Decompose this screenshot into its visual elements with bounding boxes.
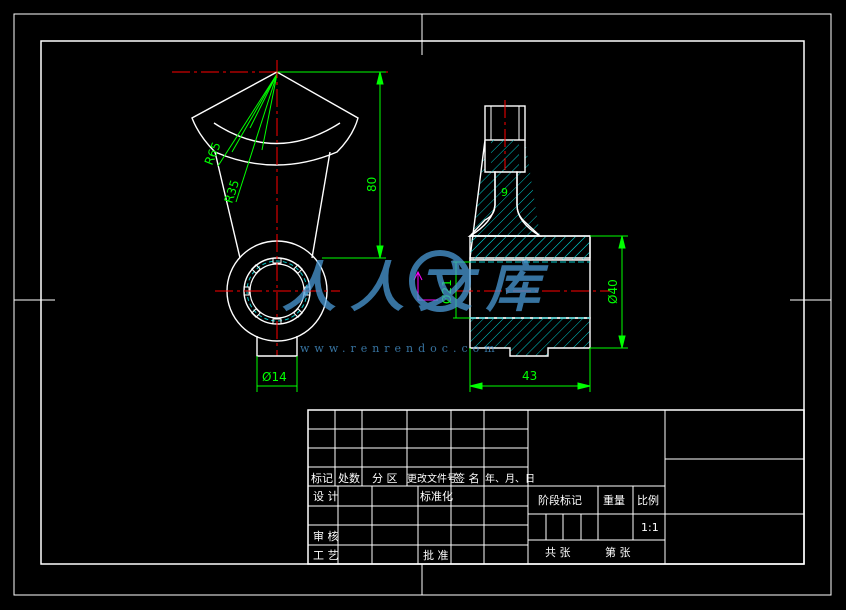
- scale-value: 1:1: [641, 521, 659, 534]
- header-zone: 分 区: [372, 472, 398, 485]
- lever-front-view: R65 R35 80: [172, 60, 388, 392]
- radius-inner-label: R35: [222, 178, 243, 205]
- header-count: 处数: [338, 472, 360, 485]
- header-mark: 标记: [311, 471, 333, 485]
- bottom-boss: [256, 336, 298, 357]
- centering-marks: [14, 14, 831, 595]
- watermark: 人人文库 www.renrendoc.com: [282, 250, 554, 355]
- review-label: 审 核: [313, 529, 339, 543]
- process-label: 工 艺: [313, 549, 339, 562]
- title-block-text: 标记 处数 分 区 更改文件号 签 名 年、月、日 设 计 标准化 审 核 工 …: [311, 471, 659, 562]
- height-label: 80: [365, 177, 379, 192]
- body-upper-section: [469, 235, 591, 261]
- scale-label: 比例: [637, 493, 659, 507]
- watermark-url: www.renrendoc.com: [300, 342, 500, 355]
- header-doc: 更改文件号: [407, 472, 457, 485]
- header-sign: 签 名: [454, 471, 480, 485]
- total-sheets: 共 张: [545, 546, 571, 559]
- thickness-label: 9: [501, 186, 508, 199]
- body-lower-section: [469, 317, 591, 357]
- bore-diameter-label: Ø14: [262, 370, 287, 384]
- section-side-view: 9 Ø40 Ø21 43: [413, 100, 628, 392]
- inner-diameter-label: Ø21: [440, 279, 454, 304]
- standardize-label: 标准化: [420, 489, 453, 503]
- designer-label: 设 计: [313, 490, 339, 503]
- outer-diameter-label: Ø40: [606, 279, 620, 304]
- fan-inner-arc: [213, 122, 341, 145]
- width-label: 43: [522, 369, 537, 383]
- body-bore: [469, 259, 591, 319]
- sheet-number: 第 张: [605, 545, 631, 559]
- approve-label: 批 准: [423, 548, 449, 562]
- header-date: 年、月、日: [485, 472, 535, 485]
- title-block: [307, 409, 805, 565]
- watermark-text: 人人文库: [282, 255, 554, 319]
- stage-mark-label: 阶段标记: [538, 493, 582, 507]
- fan-outline: [191, 71, 359, 166]
- weight-label: 重量: [603, 493, 625, 507]
